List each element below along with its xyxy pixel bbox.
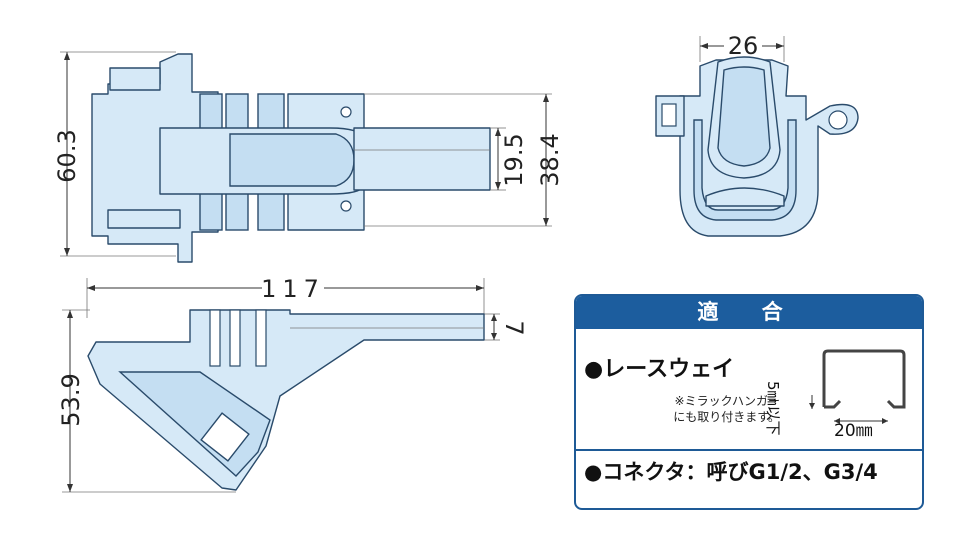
- compat-row-raceway: ●レースウェイ ※ミラックハンガー にも取り付きます。 5㎜以下 20㎜: [576, 331, 922, 451]
- compat-header: 適 合: [576, 296, 922, 329]
- dim-height-top: 60.3: [53, 129, 81, 182]
- dim-outer-width: 38.4: [536, 133, 564, 186]
- dim-tip-thickness: 7: [500, 320, 528, 335]
- raceway-note: ※ミラックハンガー にも取り付きます。: [590, 393, 780, 425]
- dim-length: 117: [261, 275, 325, 303]
- top-view: 60.3 19.5 38.4: [53, 51, 564, 263]
- dim-height-side: 53.9: [57, 373, 85, 426]
- rail-height-label: 5㎜以下: [764, 381, 782, 436]
- raceway-note-line2: にも取り付きます。: [673, 410, 780, 424]
- side-view: 117 53.9 7: [57, 275, 528, 493]
- compat-row-connector: ●コネクタ：呼びG1/2、G3/4: [584, 460, 878, 484]
- raceway-title: ●レースウェイ: [584, 357, 735, 382]
- dim-end-width: 26: [728, 32, 759, 60]
- raceway-rail-diagram: [809, 349, 906, 424]
- raceway-note-line1: ※ミラックハンガー: [674, 394, 780, 408]
- end-view: 26: [655, 32, 859, 237]
- rail-width-label: 20㎜: [834, 421, 873, 441]
- dim-inner-width: 19.5: [500, 133, 528, 186]
- compatibility-box: 適 合 ●レースウェイ ※ミラックハンガー にも取り付きます。 5㎜以下 20㎜…: [574, 294, 924, 510]
